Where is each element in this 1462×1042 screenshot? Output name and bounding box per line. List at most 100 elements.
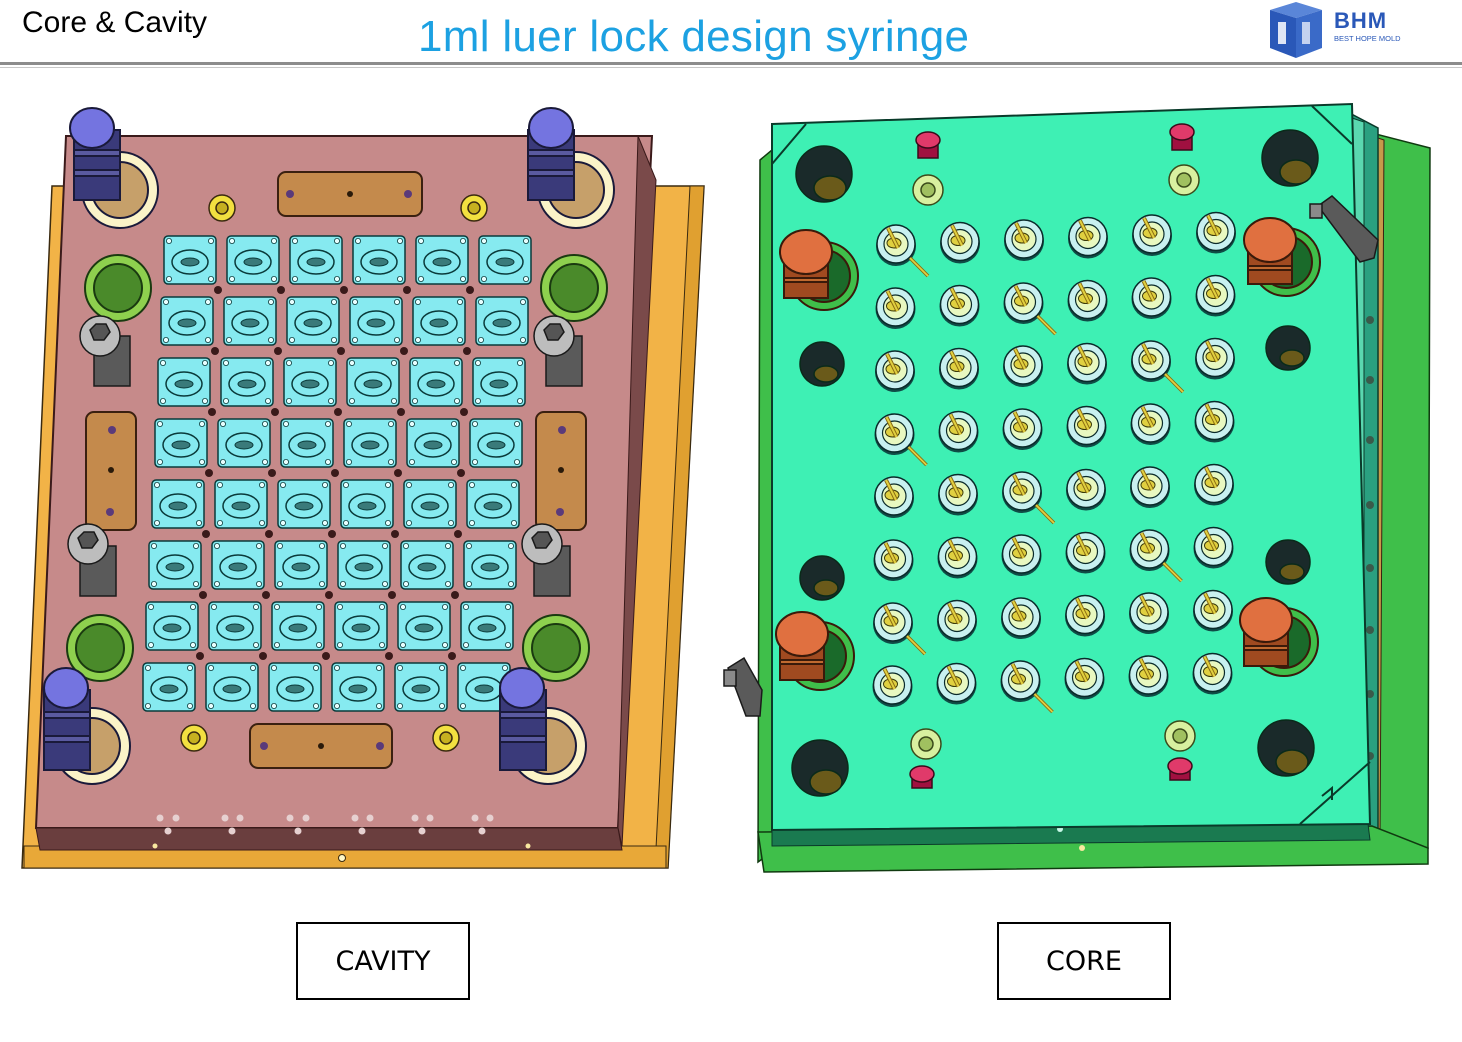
core-pin [1068, 216, 1108, 259]
core-mold-image [723, 102, 1431, 873]
core-pin [1001, 597, 1041, 639]
cavity-insert [397, 408, 460, 468]
core-pin [1064, 657, 1105, 700]
cavity-mold-image [21, 107, 705, 869]
header-rule-thin [0, 67, 1462, 68]
core-pin [940, 221, 980, 264]
cavity-insert [457, 469, 520, 529]
cavity-insert [259, 652, 322, 712]
core-pin [1130, 466, 1170, 508]
cavity-insert [205, 469, 268, 529]
cavity-label: CAVITY [296, 922, 470, 1000]
core-pin [1195, 274, 1236, 317]
core-pin [876, 224, 930, 278]
cavity-insert [145, 601, 199, 651]
core-pin [1002, 408, 1043, 450]
cavity-insert [352, 235, 406, 285]
core-pin [1001, 534, 1042, 576]
cavity-insert [460, 408, 523, 468]
core-pin [1067, 279, 1108, 322]
core-pin [937, 536, 978, 579]
page-title: 1ml luer lock design syringe [418, 12, 970, 61]
cavity-insert [154, 418, 208, 468]
core-pin [1192, 652, 1233, 695]
cavity-insert [160, 296, 214, 346]
core-pin [939, 284, 980, 327]
core-pin [874, 413, 928, 467]
cavity-insert [454, 530, 517, 590]
cavity-insert [199, 591, 262, 651]
cavity-insert [163, 235, 217, 285]
core-pin [875, 350, 915, 392]
cavity-insert [148, 540, 202, 590]
cavity-insert [334, 408, 397, 468]
cavity-insert [271, 408, 334, 468]
core-pin [937, 599, 977, 642]
cavity-insert [385, 652, 448, 712]
core-pin [1066, 405, 1107, 448]
cavity-insert [265, 530, 328, 590]
cavity-insert [211, 347, 274, 407]
core-pin [872, 665, 913, 707]
core-pin [1004, 219, 1044, 261]
core-pin [1003, 345, 1043, 387]
core-pin-grid [872, 211, 1236, 714]
cavity-insert [322, 652, 385, 712]
core-pin [1067, 342, 1107, 385]
cavity-insert [394, 469, 457, 529]
cavity-insert [328, 530, 391, 590]
core-pin [1129, 592, 1169, 634]
core-pin [1065, 594, 1105, 637]
core-pin [1128, 655, 1169, 697]
cavity-insert [466, 286, 529, 346]
core-pin [1066, 468, 1106, 511]
core-pin [875, 287, 916, 329]
core-pin [1130, 403, 1171, 445]
cavity-insert [415, 235, 469, 285]
cavity-insert [403, 286, 466, 346]
cavity-insert [274, 347, 337, 407]
cavity-insert [463, 347, 526, 407]
core-pin [938, 410, 979, 453]
core-pin [1194, 463, 1234, 506]
company-logo [1266, 0, 1426, 60]
cavity-insert [289, 235, 343, 285]
cavity-insert [451, 591, 514, 651]
core-pin [873, 602, 927, 656]
header-section-label: Core & Cavity [22, 6, 208, 39]
core-pin [1131, 340, 1185, 394]
core-pin [1129, 529, 1183, 583]
core-pin [1194, 400, 1235, 443]
core-pin [1002, 471, 1056, 525]
cavity-insert [202, 530, 265, 590]
core-label: CORE [997, 922, 1171, 1000]
core-pin [936, 662, 977, 705]
cavity-insert [478, 235, 532, 285]
core-pin [1196, 211, 1236, 254]
cavity-insert [226, 235, 280, 285]
cavity-insert [277, 286, 340, 346]
cavity-insert [157, 357, 211, 407]
logo-name: BHM [1334, 8, 1388, 33]
logo-tagline: BEST HOPE MOLD [1334, 34, 1401, 43]
cavity-insert [208, 408, 271, 468]
cavity-insert [340, 286, 403, 346]
cavity-insert [151, 479, 205, 529]
core-pin [1132, 214, 1172, 256]
cavity-insert [337, 347, 400, 407]
core-pin [1003, 282, 1057, 336]
cavity-insert [388, 591, 451, 651]
cavity-insert [268, 469, 331, 529]
core-pin [1195, 337, 1235, 380]
cavity-insert [391, 530, 454, 590]
cavity-insert [325, 591, 388, 651]
core-pin [1000, 660, 1054, 714]
core-pin [874, 476, 914, 518]
cavity-insert [214, 286, 277, 346]
header-rule [0, 62, 1462, 65]
core-pin [1193, 589, 1233, 632]
cavity-insert [196, 652, 259, 712]
core-pin [1065, 531, 1106, 574]
core-pin [1131, 277, 1172, 319]
core-pin [939, 347, 979, 390]
